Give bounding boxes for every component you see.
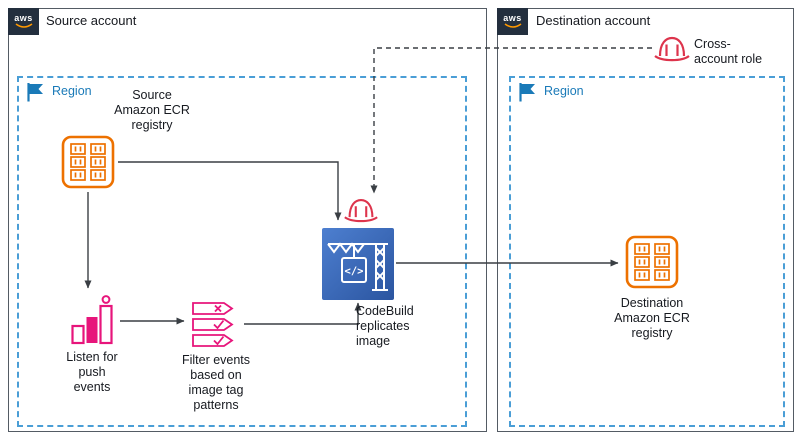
iam-role-hat-icon [344,199,378,223]
region-label: Region [52,84,92,98]
source-ecr-registry-icon [61,135,115,189]
region-flag-icon [519,83,535,102]
region-flag-icon [27,83,43,102]
aws-smile-icon [504,23,521,28]
source-account-box [8,8,487,432]
destination-ecr-label: Destination Amazon ECR registry [614,296,690,340]
code-glyph: </> [345,266,364,278]
aws-logo-icon: aws [8,8,39,35]
region-label: Region [544,84,584,98]
listen-events-label: Listen for push events [66,350,118,394]
destination-account-title: Destination account [536,13,651,28]
aws-logo-text: aws [14,13,33,23]
cross-account-role-hat-icon [654,36,690,62]
aws-logo-text: aws [503,13,522,23]
aws-smile-icon [15,23,32,28]
destination-ecr-registry-icon [625,235,679,289]
source-ecr-label: Source Amazon ECR registry [114,88,190,132]
aws-logo-icon: aws [497,8,528,35]
source-account-title: Source account [46,13,137,28]
source-region-box [17,76,467,427]
codebuild-label: CodeBuild replicates image [356,304,414,348]
cross-account-role-label: Cross- account role [694,37,763,66]
destination-account-box [497,8,794,432]
filter-events-icon [192,302,234,347]
listen-events-icon [71,295,113,345]
codebuild-icon: </> [322,228,394,300]
filter-events-label: Filter events based on image tag pattern… [181,353,251,412]
